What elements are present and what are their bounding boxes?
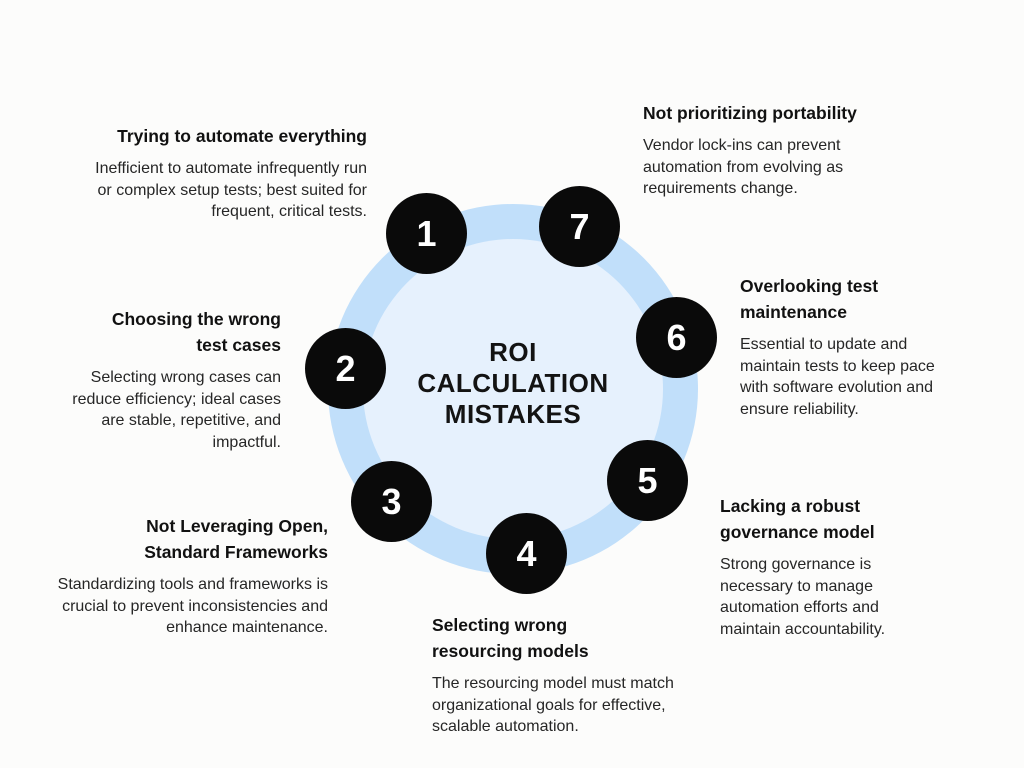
node-badge-6: 6 <box>636 297 717 378</box>
item-4-heading: Selecting wrong resourcing models <box>432 615 589 661</box>
item-6-body: Essential to update and maintain tests t… <box>740 336 935 418</box>
node-badge-7: 7 <box>539 186 620 267</box>
item-2-block: Choosing the wrong test cases Selecting … <box>31 306 281 453</box>
item-5-block: Lacking a robust governance model Strong… <box>720 493 960 640</box>
item-3-block: Not Leveraging Open, Standard Frameworks… <box>28 513 328 639</box>
item-5-body: Strong governance is necessary to manage… <box>720 556 886 638</box>
item-6-block: Overlooking test maintenance Essential t… <box>740 273 965 420</box>
item-1-body: Inefficient to automate infrequently run… <box>95 160 367 220</box>
item-2-body: Selecting wrong cases can reduce efficie… <box>72 369 281 451</box>
node-badge-1: 1 <box>386 193 467 274</box>
diagram-title: ROI CALCULATION MISTAKES <box>417 336 609 429</box>
item-5-heading: Lacking a robust governance model <box>720 496 875 542</box>
node-badge-4: 4 <box>486 513 567 594</box>
node-badge-3: 3 <box>351 461 432 542</box>
item-4-block: Selecting wrong resourcing models The re… <box>432 612 702 738</box>
item-7-block: Not prioritizing portability Vendor lock… <box>643 100 893 200</box>
item-2-heading: Choosing the wrong test cases <box>111 309 281 355</box>
item-3-body: Standardizing tools and frameworks is cr… <box>57 576 328 636</box>
item-4-body: The resourcing model must match organiza… <box>432 675 674 735</box>
item-1-block: Trying to automate everything Inefficien… <box>47 123 367 223</box>
item-1-heading: Trying to automate everything <box>117 126 367 146</box>
center-ring: ROI CALCULATION MISTAKES <box>328 204 698 574</box>
item-7-heading: Not prioritizing portability <box>643 103 857 123</box>
item-3-heading: Not Leveraging Open, Standard Frameworks <box>144 516 328 562</box>
node-badge-5: 5 <box>607 440 688 521</box>
item-6-heading: Overlooking test maintenance <box>740 276 879 322</box>
item-7-body: Vendor lock-ins can prevent automation f… <box>643 137 844 197</box>
node-badge-2: 2 <box>305 328 386 409</box>
